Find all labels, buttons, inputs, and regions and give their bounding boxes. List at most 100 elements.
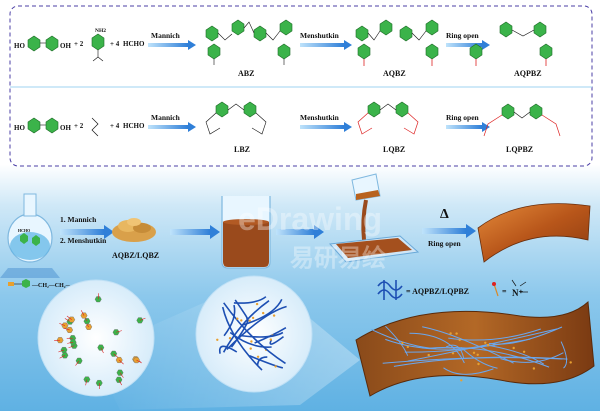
benzene-icon xyxy=(45,35,59,52)
lqpbz-structure xyxy=(483,103,561,137)
polymer-chain xyxy=(218,345,238,354)
monomer-unit xyxy=(80,310,88,319)
powder-label: AQBZ/LQBZ xyxy=(112,251,159,260)
flask-hcho-label: HCHO xyxy=(18,228,30,233)
linker-formula: —CH₂—CH₂— xyxy=(31,283,73,289)
polymer-chain xyxy=(241,298,283,327)
row2-ringopen-label: Ring open xyxy=(446,113,480,122)
row1-ringopen-label: Ring open xyxy=(446,31,480,40)
ammonium-pendant xyxy=(569,361,572,364)
scheme-border xyxy=(9,5,593,167)
monomer-unit xyxy=(97,344,105,354)
ammonium-pendant xyxy=(522,350,526,353)
monomer-unit xyxy=(115,357,124,365)
arrow-icon xyxy=(148,125,188,129)
polymer-chain xyxy=(233,296,267,304)
polymer-chain xyxy=(488,326,563,345)
linker-legend: —CH₂—CH₂— xyxy=(8,279,73,289)
polymer-chain xyxy=(445,344,465,360)
aliphatic-amine xyxy=(91,117,99,137)
ammonium-pendant xyxy=(458,338,461,342)
row2-oh-label: OH xyxy=(60,124,71,132)
row2-mannich-label: Mannich xyxy=(151,113,181,122)
polymer-chain xyxy=(443,367,494,375)
ammonium-pendant xyxy=(486,343,490,347)
ring-open-label: Ring open xyxy=(428,239,462,248)
cured-film xyxy=(477,203,591,263)
polymer-chain xyxy=(249,355,284,369)
watermark-latin: eDrawing xyxy=(238,201,382,237)
row1-ho-label: HO xyxy=(14,42,25,50)
monomer-unit xyxy=(63,327,74,333)
arrow-icon xyxy=(276,229,314,235)
row2-hcho: HCHO xyxy=(123,122,145,130)
arrow-icon xyxy=(300,125,344,129)
polymer-chain xyxy=(239,331,284,338)
polymer-chain xyxy=(404,338,531,353)
ammonium-pendant xyxy=(240,319,243,322)
benzene-icon xyxy=(27,35,41,52)
beaker-illustration xyxy=(221,196,271,269)
scheme-row-2: HO OH + 2 + 4 HCHO Mannich LBZ Menshutki… xyxy=(14,101,561,154)
ammonium-pendant xyxy=(451,352,455,355)
ammonium-pendant xyxy=(449,332,452,335)
ammonium-pendant xyxy=(476,353,479,356)
row2-menshutkin-label: Menshutkin xyxy=(300,113,340,122)
ammonium-pendant xyxy=(274,365,277,368)
step-menshutkin: 2. Menshutkin xyxy=(60,236,107,245)
benzene-icon xyxy=(27,117,41,134)
arrow-icon xyxy=(300,43,344,47)
network-legend-label: = AQPBZ/LQPBZ xyxy=(406,287,469,296)
row1-plus-2: + 2 xyxy=(74,40,84,48)
monomer-unit xyxy=(67,339,77,346)
row1-hcho: HCHO xyxy=(123,40,145,48)
aqbz-structure xyxy=(355,19,439,66)
monomer-unit xyxy=(112,329,122,336)
polymer-chain xyxy=(371,328,437,350)
heat-symbol: Δ xyxy=(440,207,449,222)
polymer-chain xyxy=(229,331,272,348)
row2-product1-label: LBZ xyxy=(234,145,250,154)
ammonium-pendant xyxy=(262,311,265,315)
lbz-structure xyxy=(205,101,267,135)
ammonium-pendant xyxy=(455,332,458,335)
ammonium-pendant xyxy=(256,355,260,358)
polymer-chain xyxy=(448,328,541,341)
scheme-row-1: HO OH + 2 NH2 + 4 HCHO Mannich xyxy=(14,19,553,78)
row2-ho-label: HO xyxy=(14,124,25,132)
monomer-circle xyxy=(37,279,155,397)
row1-nh2-label: NH2 xyxy=(95,28,106,34)
row2-plus-4: + 4 xyxy=(110,122,120,130)
monomer-unit xyxy=(83,376,91,386)
abz-structure xyxy=(205,19,293,65)
row1-product3-label: AQPBZ xyxy=(514,69,542,78)
arrow-icon xyxy=(422,228,466,234)
row1-plus-4: + 4 xyxy=(110,40,120,48)
row1-product2-label: AQBZ xyxy=(383,69,406,78)
polymer-chain xyxy=(269,335,284,345)
powder-illustration xyxy=(112,218,156,242)
step-mannich: 1. Mannich xyxy=(60,215,97,224)
watermark-chinese: 易研易绘 xyxy=(290,244,386,272)
ammonium-pendant xyxy=(460,379,463,382)
row1-product1-label: ABZ xyxy=(238,69,254,78)
ammonium-pendant xyxy=(472,351,476,354)
row1-menshutkin-label: Menshutkin xyxy=(300,31,340,40)
monomer-unit xyxy=(94,293,102,303)
polymer-chain xyxy=(489,345,544,365)
monomer-unit xyxy=(66,315,76,323)
ammonium-pendant xyxy=(401,341,404,345)
ammonium-pendant xyxy=(248,319,251,322)
monomer-unit xyxy=(116,369,124,378)
ammonium-pendant xyxy=(512,346,515,350)
ammonium-pendant xyxy=(269,338,272,341)
row2-product2-label: LQBZ xyxy=(383,145,405,154)
row2-product3-label: LQPBZ xyxy=(506,145,533,154)
polymer-chain xyxy=(226,305,287,350)
lqbz-structure xyxy=(357,101,419,135)
monomer-unit xyxy=(115,376,123,386)
svg-text:N⁺: N⁺ xyxy=(512,288,523,298)
ammonium-pendant xyxy=(250,340,253,343)
monomer-unit xyxy=(59,352,69,359)
